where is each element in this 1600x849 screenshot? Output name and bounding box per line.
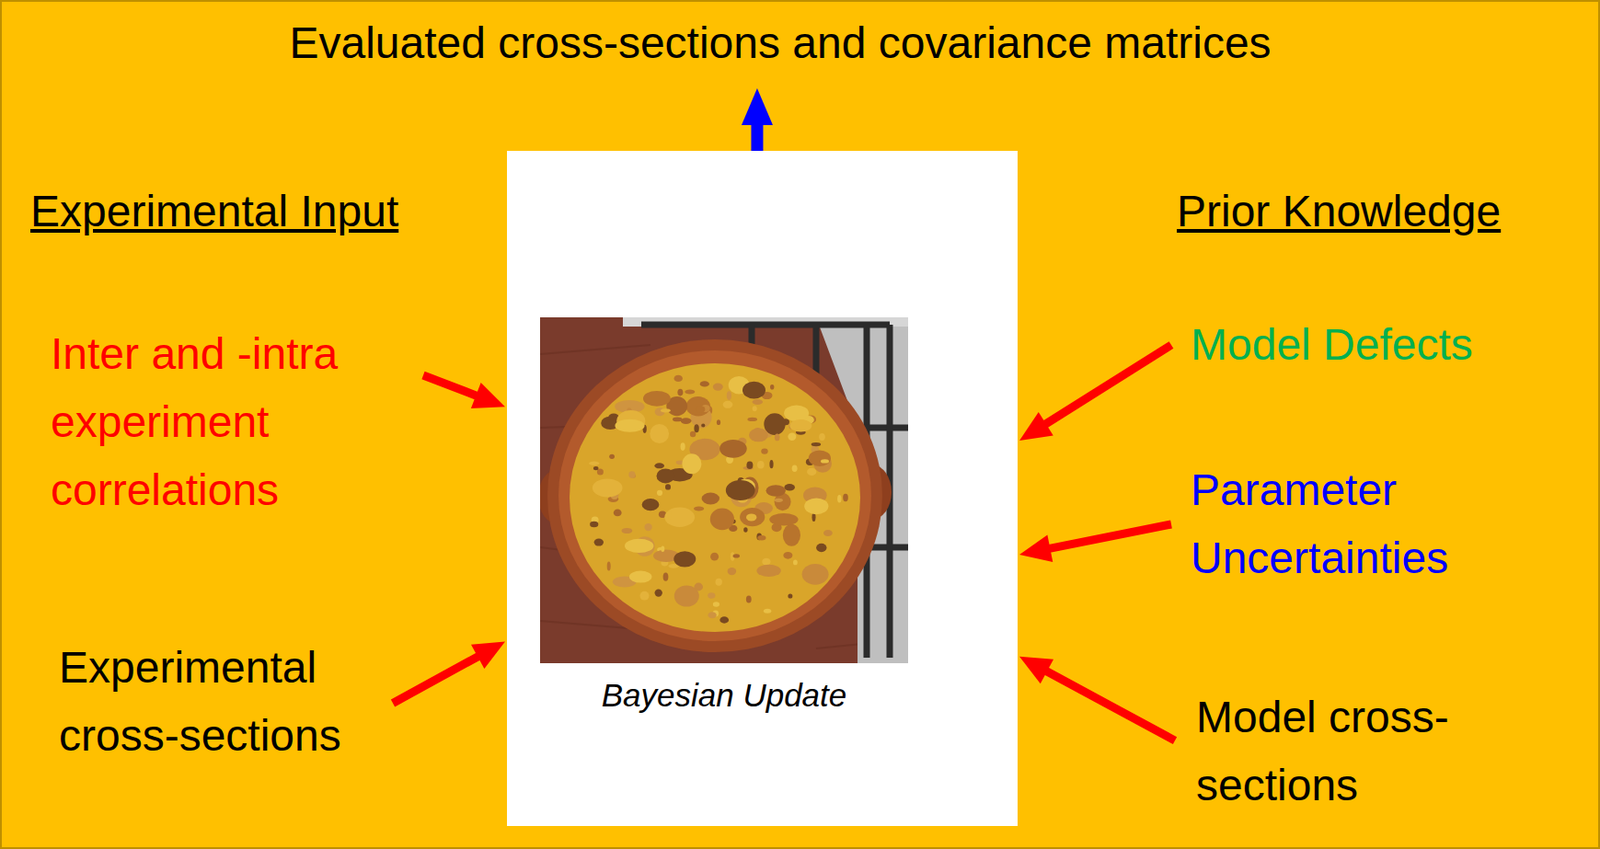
node-text: Parameter Uncertainties <box>1190 456 1508 593</box>
prior-text: Model cross-sections <box>1196 683 1546 820</box>
output-heading: Evaluated cross-sections and covariance … <box>0 9 1561 78</box>
flow-arrow <box>423 375 506 409</box>
node-text: Model Defects <box>1190 310 1577 380</box>
prior-text: Parameter Uncertainties <box>1190 456 1508 593</box>
prior-text: Model Defects <box>1190 310 1577 380</box>
section-heading: Experimental Input <box>30 177 399 246</box>
input-text: Experimental cross-sections <box>58 633 377 771</box>
paella-photo <box>540 317 909 664</box>
box-caption: Bayesian Update <box>540 677 909 714</box>
node-text: Experimental cross-sections <box>58 633 377 771</box>
node-text: Inter and -intra experiment correlations <box>50 320 369 525</box>
flow-arrow <box>392 642 506 704</box>
input-text: Inter and -intra experiment correlations <box>50 320 369 525</box>
node-text: Model cross-sections <box>1196 683 1546 820</box>
flow-arrow <box>1019 345 1172 441</box>
flow-arrow <box>1019 656 1175 741</box>
update-box: Bayesian Update <box>506 150 1018 827</box>
flow-arrow <box>741 88 773 151</box>
section-heading: Prior Knowledge <box>1176 177 1501 246</box>
node-text: Evaluated cross-sections and covariance … <box>0 9 1561 78</box>
flow-arrow <box>1019 524 1172 563</box>
